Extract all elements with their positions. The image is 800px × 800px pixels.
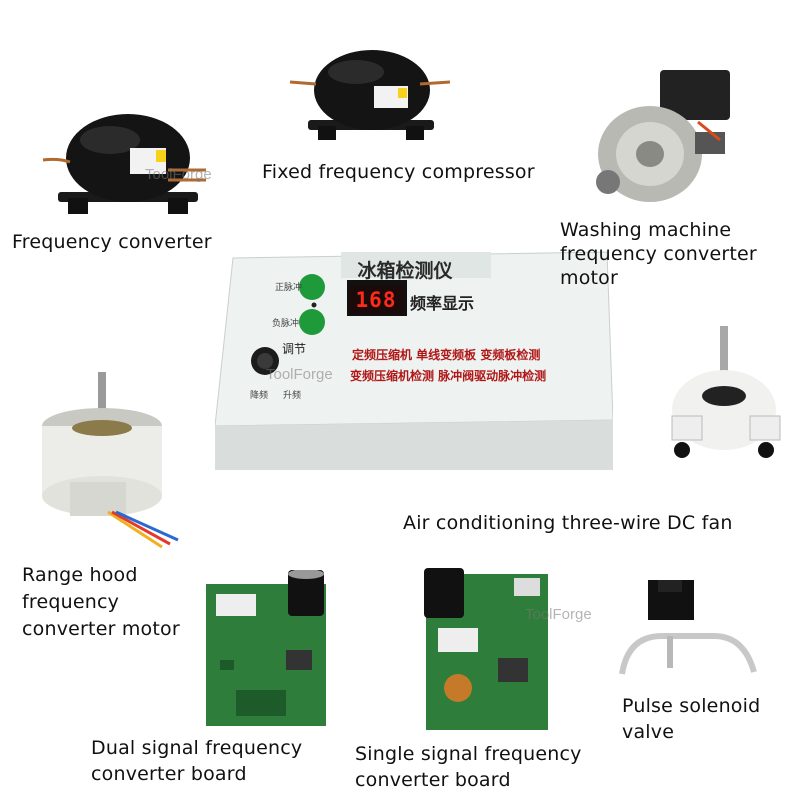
label-solenoid-2: valve xyxy=(622,721,675,743)
label-frequency-converter: Frequency converter xyxy=(12,231,212,253)
label-range-hood-3: converter motor xyxy=(22,618,180,640)
knob-right-label: 升频 xyxy=(283,391,302,401)
frequency-display: 168 xyxy=(349,286,403,314)
btn-bottom-label: 负脉冲 xyxy=(272,319,300,329)
solenoid-valve-image xyxy=(619,580,757,675)
label-dual-board-2: converter board xyxy=(91,763,247,785)
dual-board-image xyxy=(206,570,326,726)
device-function-line-2: 变频压缩机检测 脉冲阀驱动脉冲检测 xyxy=(350,369,547,383)
watermark-3: ToolForge xyxy=(525,606,592,623)
label-single-board-2: converter board xyxy=(355,769,511,791)
knob-label: 调节 xyxy=(282,342,307,356)
label-single-board-1: Single signal frequency xyxy=(355,743,582,765)
washing-motor-image xyxy=(596,70,730,202)
single-board-image xyxy=(424,568,548,730)
knob-left-label: 降频 xyxy=(250,391,269,401)
device-title: 冰箱检测仪 xyxy=(357,260,453,282)
btn-top-label: 正脉冲 xyxy=(275,283,303,293)
label-range-hood-2: frequency xyxy=(22,591,120,613)
device-function-line-1: 定频压缩机 单线变频板 变频板检测 xyxy=(352,348,541,362)
range-hood-motor-image xyxy=(42,372,179,549)
label-washing-motor-2: frequency converter xyxy=(560,243,757,265)
compressor-top-image xyxy=(290,50,450,140)
compressor-left-image xyxy=(42,114,206,214)
label-washing-motor-1: Washing machine xyxy=(560,219,732,241)
watermark-2: ToolForge xyxy=(266,366,333,383)
label-solenoid-1: Pulse solenoid xyxy=(622,695,761,717)
label-range-hood-1: Range hood xyxy=(22,564,138,586)
label-fixed-compressor: Fixed frequency compressor xyxy=(262,161,535,183)
label-ac-fan: Air conditioning three-wire DC fan xyxy=(403,512,733,534)
watermark-1: ToolForge xyxy=(145,166,212,183)
display-caption: 频率显示 xyxy=(410,294,475,313)
label-dual-board-1: Dual signal frequency xyxy=(91,737,303,759)
dc-fan-image xyxy=(671,326,781,458)
label-washing-motor-3: motor xyxy=(560,267,619,289)
